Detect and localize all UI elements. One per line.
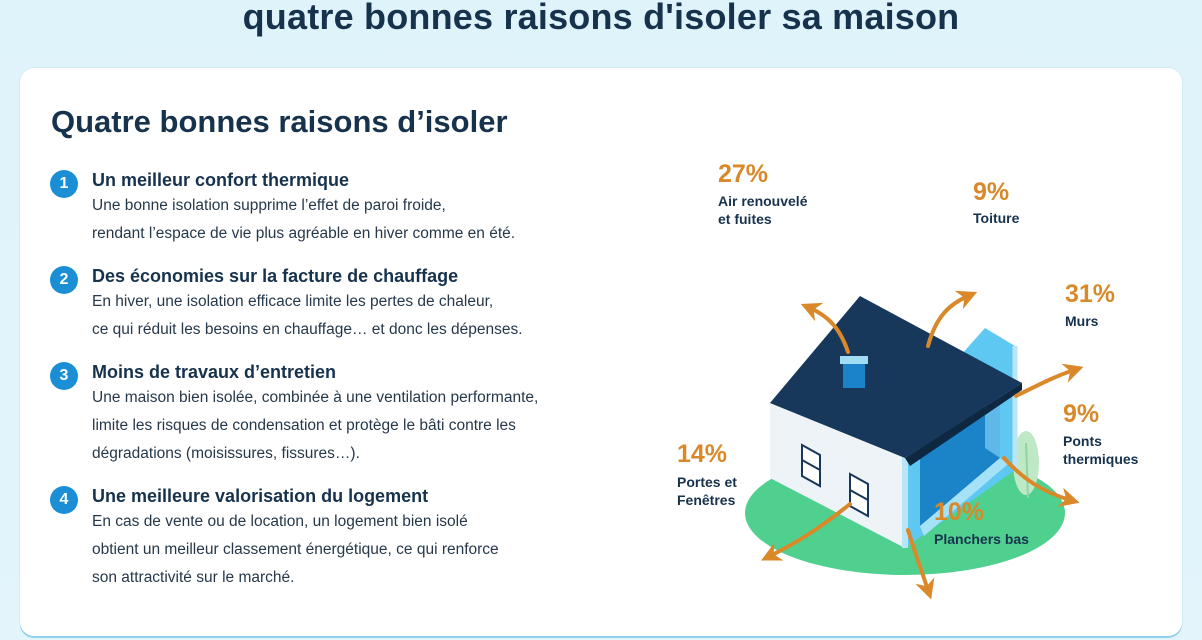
window-upper (801, 443, 821, 488)
reason-description: En hiver, une isolation efficace limite … (92, 288, 630, 344)
reason-line: Une maison bien isolée, combinée à une v… (92, 389, 539, 406)
reason-number-badge: 4 (50, 486, 78, 514)
reason-number-badge: 2 (50, 266, 78, 294)
house-illustration (745, 290, 1084, 600)
reason-item: 2 Des économies sur la facture de chauff… (50, 264, 630, 344)
heat-loss-label: Air renouvelé et fuites (718, 193, 808, 227)
arrow-thermal-bridges-icon (1002, 456, 1080, 507)
heat-loss-value: 14% (677, 440, 728, 468)
reason-line: En hiver, une isolation efficace limite … (92, 293, 494, 310)
arrow-air-icon (800, 302, 850, 354)
reason-line: En cas de vente ou de location, un logem… (92, 513, 468, 530)
heat-loss-value: 9% (1063, 400, 1100, 428)
reason-line: ce qui réduit les besoins en chauffage… … (92, 321, 523, 338)
reason-line: rendant l’espace de vie plus agréable en… (92, 225, 516, 242)
reason-number-badge: 1 (50, 170, 78, 198)
arrow-walls-icon (1014, 363, 1084, 398)
heat-loss-value: 31% (1065, 280, 1116, 308)
reason-number-badge: 3 (50, 362, 78, 390)
reason-line: obtient un meilleur classement énergétiq… (92, 541, 499, 558)
reason-title: Des économies sur la facture de chauffag… (92, 266, 459, 286)
arrow-roof-icon (926, 290, 978, 348)
reason-title: Un meilleur confort thermique (92, 170, 350, 190)
heat-loss-diagram: 27% Air renouvelé et fuites 9% Toiture 3… (670, 158, 1182, 628)
reason-line: Une bonne isolation supprime l’effet de … (92, 197, 446, 214)
reasons-list: 1 Un meilleur confort thermique Une bonn… (50, 168, 630, 592)
chimney (843, 360, 865, 388)
reason-title: Une meilleure valorisation du logement (92, 486, 429, 506)
arrow-doors-windows-icon (761, 502, 852, 561)
window-lower (849, 472, 869, 518)
heat-loss-label: Murs (1065, 313, 1099, 329)
reason-item: 1 Un meilleur confort thermique Une bonn… (50, 168, 630, 248)
reason-line: dégradations (moisissures, fissures…). (92, 445, 360, 462)
arrow-floors-icon (906, 528, 935, 600)
reason-item: 3 Moins de travaux d’entretien Une maiso… (50, 360, 630, 468)
card-title: Quatre bonnes raisons d’isoler (51, 104, 508, 139)
reason-item: 4 Une meilleure valorisation du logement… (50, 484, 630, 592)
heat-loss-label: Toiture (973, 210, 1020, 226)
heat-loss-value: 10% (934, 498, 985, 526)
house-roof (770, 296, 1022, 458)
reason-description: En cas de vente ou de location, un logem… (92, 508, 630, 592)
heat-loss-label: Portes et Fenêtres (677, 474, 737, 508)
reason-description: Une bonne isolation supprime l’effet de … (92, 192, 630, 248)
heat-loss-label: Planchers bas (934, 531, 1029, 547)
content-card: Quatre bonnes raisons d’isoler 1 Un meil… (20, 68, 1182, 636)
heat-loss-label: Ponts thermiques (1063, 433, 1139, 467)
heat-loss-value: 9% (973, 178, 1010, 206)
reason-title: Moins de travaux d’entretien (92, 362, 337, 382)
reason-line: son attractivité sur le marché. (92, 569, 295, 586)
reason-description: Une maison bien isolée, combinée à une v… (92, 384, 630, 468)
banner-title: quatre bonnes raisons d'isoler sa maison (242, 0, 960, 37)
reason-line: limite les risques de condensation et pr… (92, 417, 516, 434)
heat-loss-value: 27% (718, 160, 769, 188)
